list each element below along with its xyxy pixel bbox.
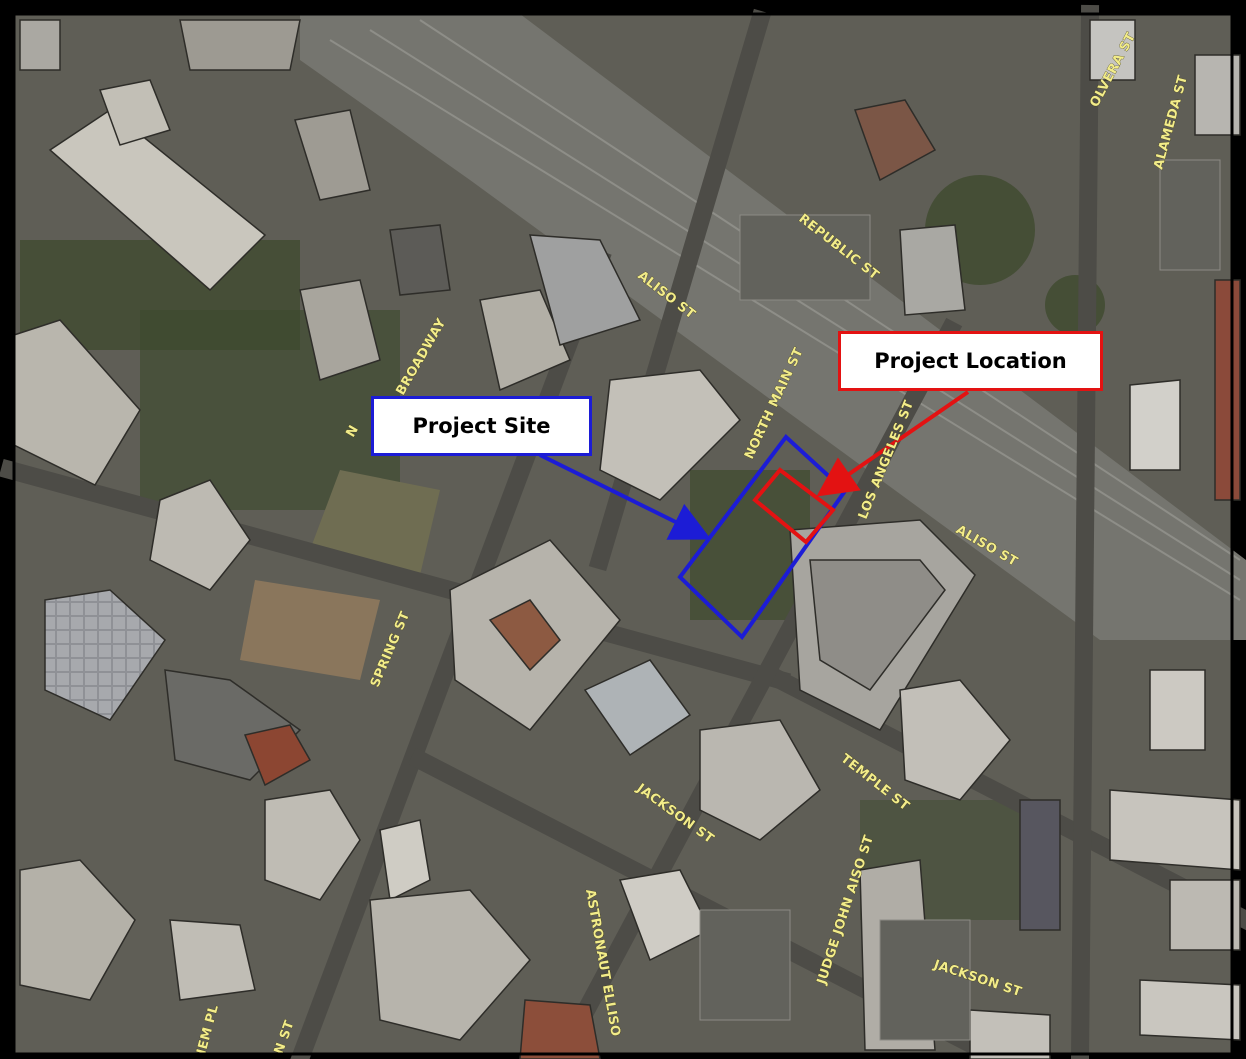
parking-lot-dirt: [240, 580, 380, 680]
buildings: [13, 19, 1241, 1059]
project-location-text: Project Location: [874, 349, 1067, 373]
project-location-outline: [752, 467, 836, 545]
park-lawn: [310, 470, 440, 575]
map-border: [12, 12, 1234, 1056]
project-location-arrow: [816, 390, 970, 497]
project-site-text: Project Site: [412, 414, 551, 438]
project-site-arrow: [539, 453, 712, 540]
project-site-label: Project Site: [371, 396, 592, 456]
parking-lots: [699, 159, 1221, 1041]
project-location-label: Project Location: [838, 331, 1103, 391]
freeway: [300, 14, 1246, 640]
